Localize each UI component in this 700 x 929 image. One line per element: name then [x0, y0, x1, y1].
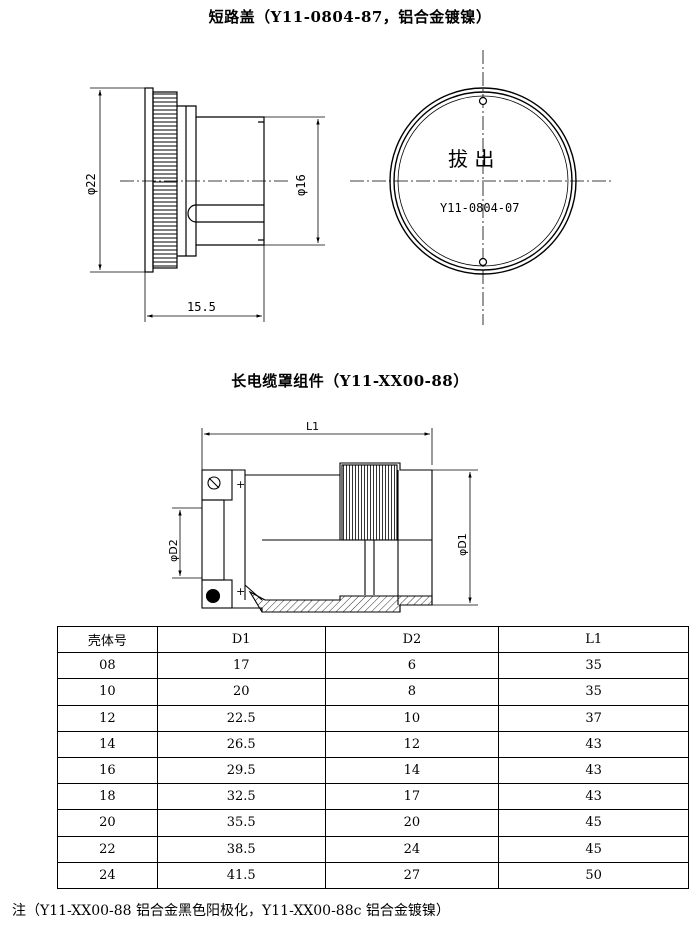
col-d2: D2 — [324, 625, 500, 654]
title-short-cap: 短路盖（Y11-0804-87，铝合金镀镍） — [208, 8, 492, 26]
table-cell: 45 — [498, 809, 689, 837]
table-cell: 43 — [498, 730, 689, 758]
col-d1: D1 — [156, 625, 326, 654]
table-cell: 35 — [498, 678, 689, 706]
footnote: 注（Y11-XX00-88 铝合金黑色阳极化，Y11-XX00-88c 铝合金镀… — [12, 903, 450, 919]
table-cell: 14 — [57, 730, 158, 758]
table-cell: 38.5 — [156, 835, 326, 863]
table-header-row: 壳体号 D1 D2 L1 — [57, 625, 689, 654]
table-cell: 20 — [156, 678, 326, 706]
table-cell: 35.5 — [156, 809, 326, 837]
table-cell: 08 — [57, 652, 158, 680]
cap-text-part: Y11-0804-07 — [440, 201, 519, 215]
table-cell: 41.5 — [156, 861, 326, 889]
table-cell: 16 — [57, 756, 158, 785]
dim-15-5 — [144, 245, 265, 322]
cap-text-pull: 拔 出 — [448, 147, 494, 171]
cable-cover-drawing: L1 + + φD2 φD1 — [167, 420, 478, 613]
table-cell: 10 — [57, 678, 158, 706]
table-cell: 29.5 — [156, 756, 326, 785]
dim-D2 — [172, 507, 202, 579]
table-cell: 17 — [324, 783, 500, 811]
table-cell: 8 — [324, 678, 500, 706]
D2-label: φD2 — [167, 539, 180, 562]
table-cell: 35 — [498, 652, 689, 680]
table-cell: 50 — [498, 861, 689, 889]
table-cell: 18 — [57, 783, 158, 811]
table-cell: 24 — [324, 835, 500, 863]
table-cell: 26.5 — [156, 730, 326, 758]
svg-text:+: + — [236, 478, 245, 491]
title-cable-cover: 长电缆罩组件（Y11-XX00-88） — [231, 372, 469, 390]
len-label: 15.5 — [187, 300, 216, 314]
table-cell: 20 — [324, 809, 500, 837]
table-cell: 37 — [498, 704, 689, 732]
table-cell: 43 — [498, 783, 689, 811]
short-cap-drawing: φ22 φ16 15.5 拔 出 Y11-0804-07 — [84, 50, 612, 325]
table-cell: 12 — [324, 730, 500, 758]
table-cell: 32.5 — [156, 783, 326, 811]
table-cell: 10 — [324, 704, 500, 732]
svg-text:+: + — [236, 585, 245, 598]
table-cell: 22.5 — [156, 704, 326, 732]
table-cell: 27 — [324, 861, 500, 889]
table-cell: 45 — [498, 835, 689, 863]
dim-L1 — [201, 428, 433, 470]
D1-label: φD1 — [456, 533, 469, 556]
L1-label: L1 — [306, 420, 319, 433]
table-cell: 43 — [498, 756, 689, 785]
table-cell: 14 — [324, 756, 500, 785]
dim-phi22 — [90, 87, 145, 273]
col-l1: L1 — [498, 625, 689, 654]
front-view — [389, 87, 577, 275]
phi16-label: φ16 — [294, 174, 308, 196]
phi22-label: φ22 — [84, 173, 98, 195]
table-cell: 20 — [57, 809, 158, 837]
dim-D1 — [432, 469, 478, 606]
side-view — [144, 87, 265, 273]
table-cell: 6 — [324, 652, 500, 680]
dim-phi16 — [264, 116, 325, 246]
table-cell: 24 — [57, 861, 158, 889]
table-cell: 12 — [57, 704, 158, 732]
table-cell: 22 — [57, 835, 158, 863]
col-shell-no: 壳体号 — [57, 625, 158, 654]
table-cell: 17 — [156, 652, 326, 680]
cable-cover-body: + + — [201, 462, 433, 613]
